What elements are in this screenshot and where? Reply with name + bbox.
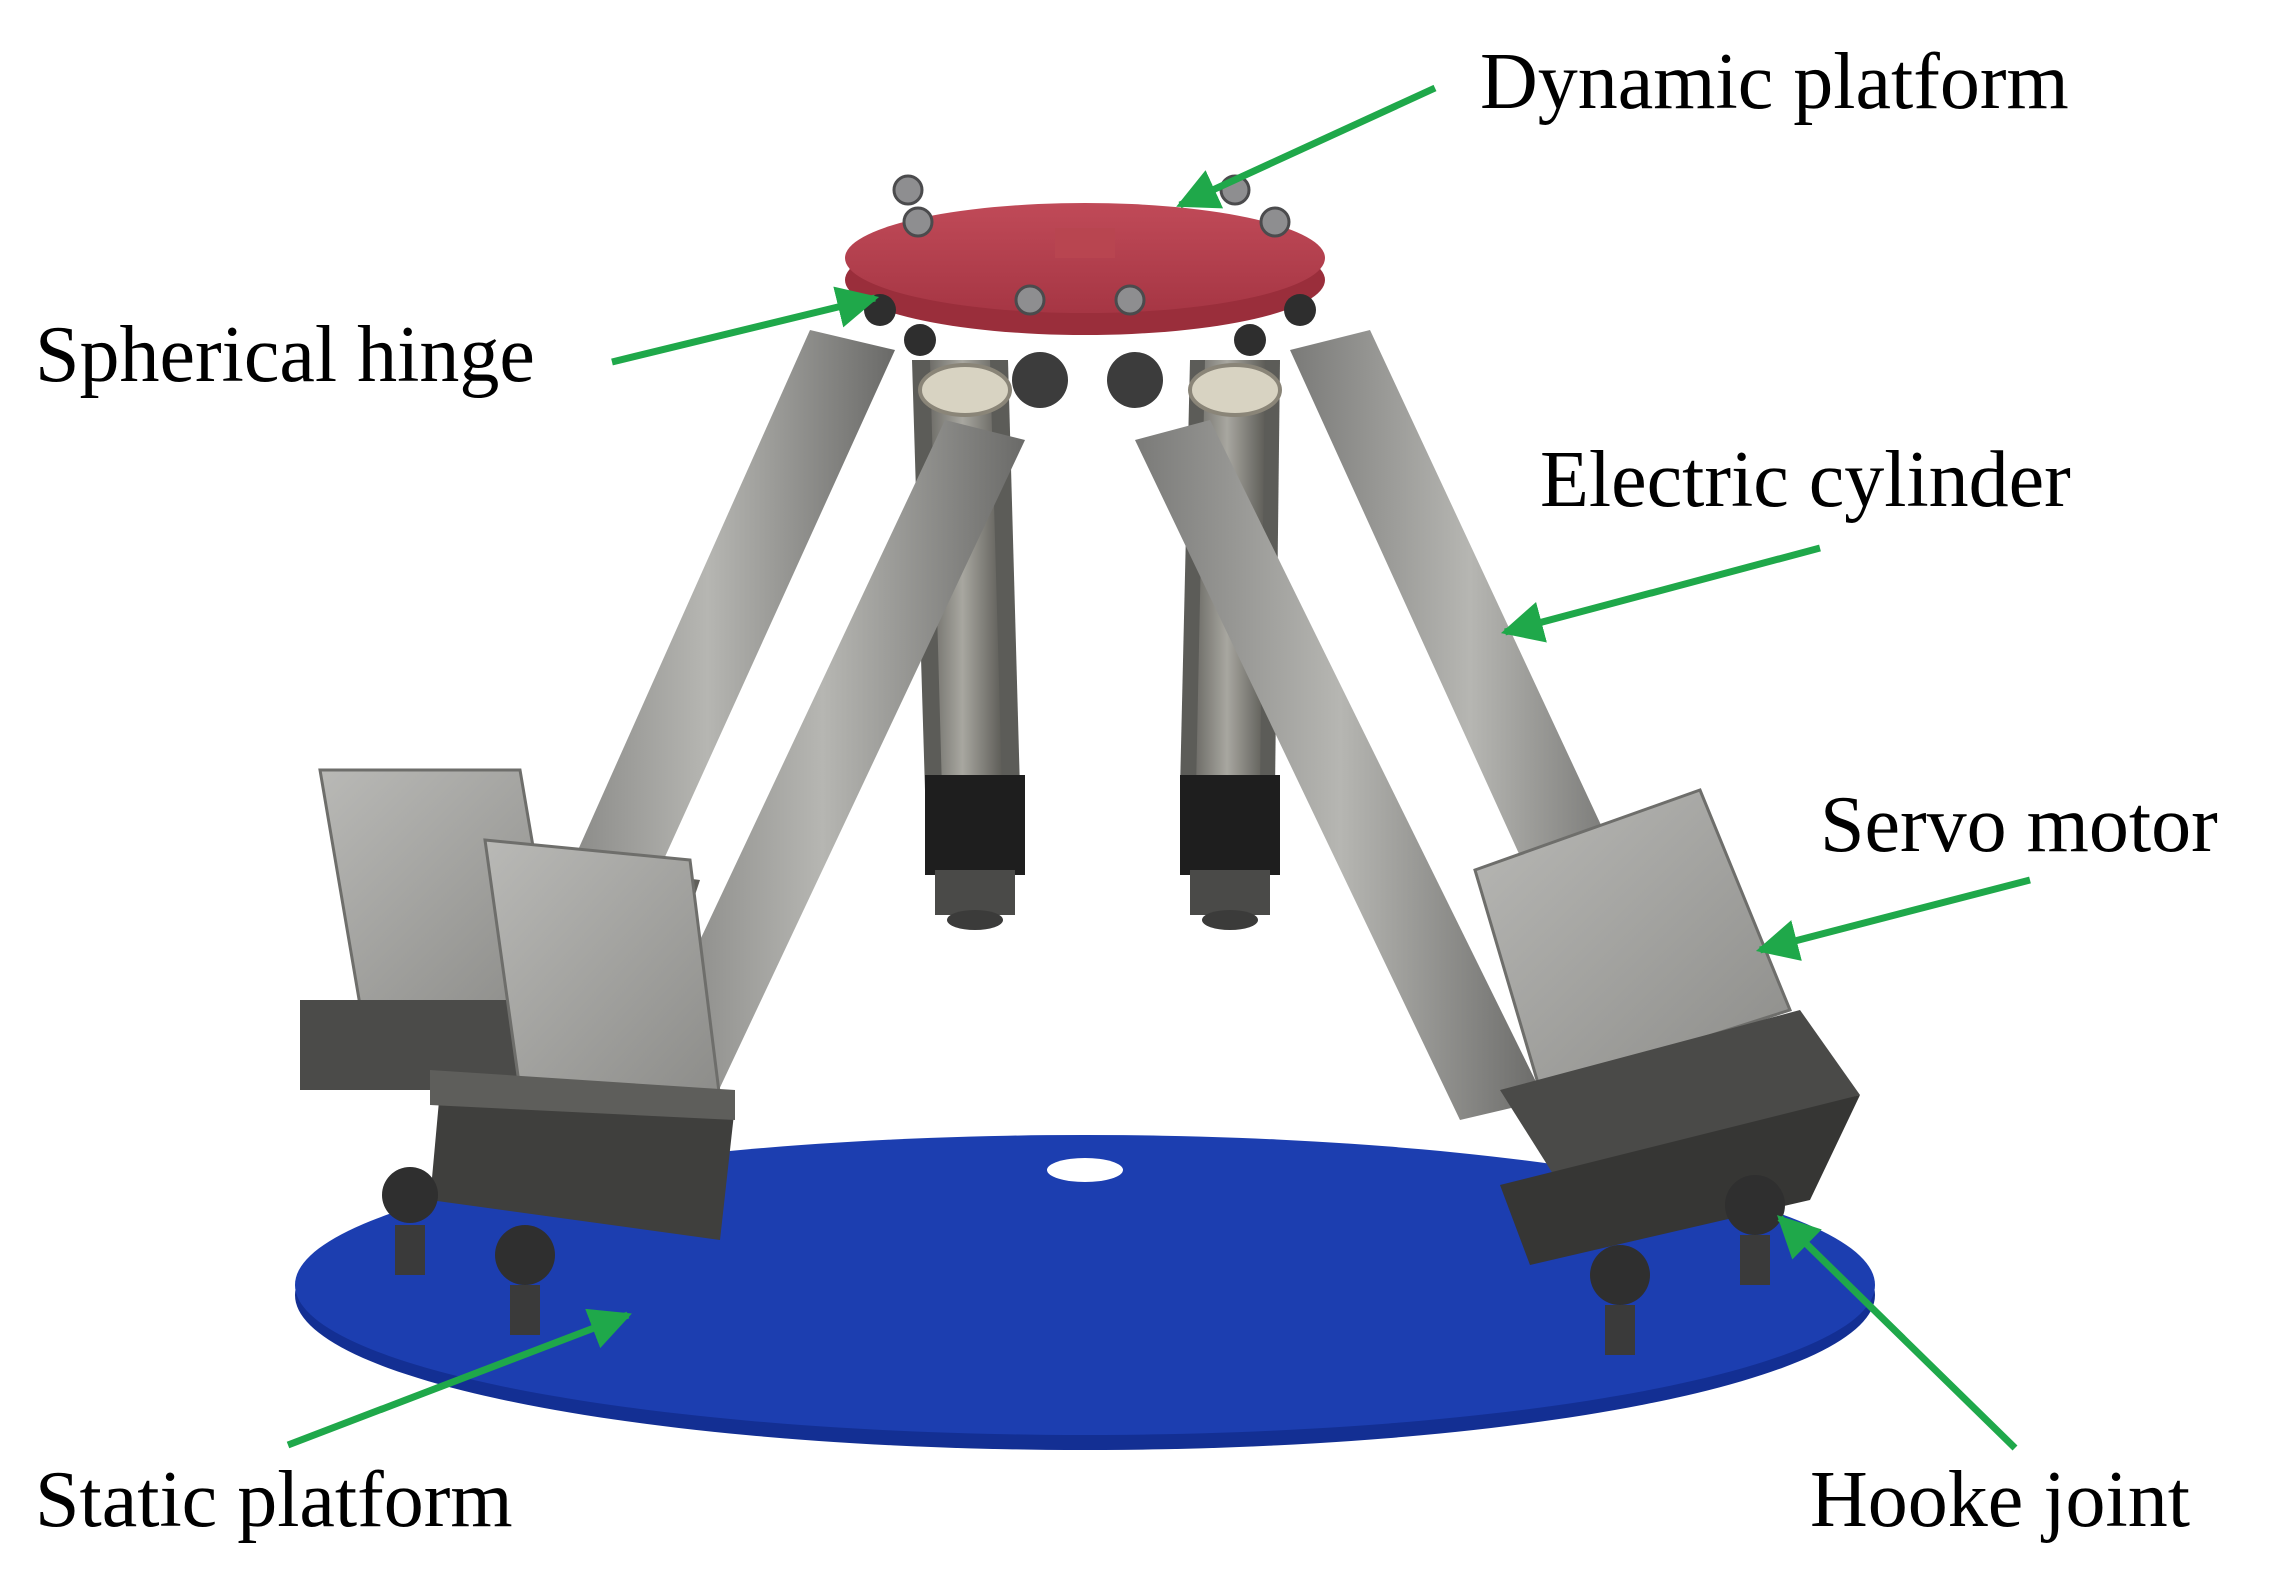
arrow-static-platform (286, 1308, 632, 1449)
arrow-dynamic-platform (1176, 84, 1437, 209)
annotation-arrows (286, 84, 2031, 1451)
dynamic-platform (845, 174, 1325, 356)
arrow-spherical-hinge (611, 286, 880, 366)
front-leg-right-outer (1290, 330, 1650, 955)
arrow-hooke-joint (1776, 1215, 2018, 1451)
arrow-servo-motor (1755, 876, 2031, 961)
label-dynamic-platform: Dynamic platform (1480, 38, 2069, 126)
base-center-hole (1047, 1158, 1123, 1182)
servo-motor-left (300, 768, 735, 1240)
label-hooke-joint: Hooke joint (1810, 1456, 2190, 1544)
front-leg-left-inner (620, 420, 1025, 1130)
servo-motor-right (1473, 788, 1860, 1265)
label-servo-motor: Servo motor (1820, 781, 2218, 869)
hooke-joints (382, 1167, 1785, 1355)
front-leg-right-inner (1135, 420, 1545, 1120)
label-static-platform: Static platform (35, 1456, 513, 1544)
upper-collars (918, 352, 1282, 417)
label-electric-cylinder: Electric cylinder (1540, 436, 2071, 524)
arrow-electric-cylinder (1500, 544, 1821, 643)
label-spherical-hinge: Spherical hinge (35, 311, 535, 399)
